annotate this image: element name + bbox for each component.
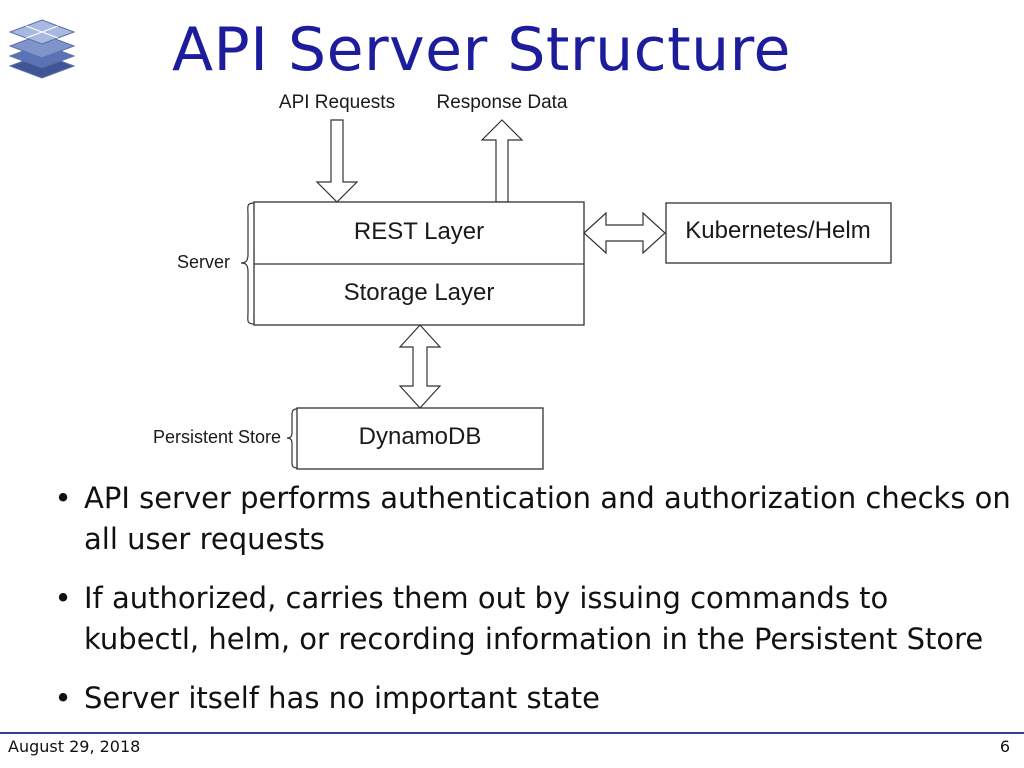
server-brace [240, 202, 255, 325]
footer-date: August 29, 2018 [8, 737, 141, 756]
kubernetes-helm-box [665, 202, 892, 264]
footer-rule [0, 732, 1024, 734]
stacked-layers-icon [8, 19, 76, 79]
bullet-item: • API server performs authentication and… [52, 478, 1012, 560]
storage-double-arrow [398, 324, 442, 409]
bullet-dot: • [54, 581, 72, 615]
request-arrow [315, 119, 359, 203]
bullet-dot: • [54, 481, 72, 515]
dynamodb-box [296, 407, 544, 470]
kubernetes-helm-label: Kubernetes/Helm [685, 217, 870, 244]
rest-layer-label: REST Layer [354, 218, 484, 245]
bullet-dot: • [54, 681, 72, 715]
bullet-text: Server itself has no important state [84, 681, 600, 715]
response-data-label: Response Data [437, 92, 568, 113]
page-number: 6 [999, 737, 1010, 756]
bullet-list: • API server performs authentication and… [52, 478, 1012, 737]
bullet-item: • If authorized, carries them out by iss… [52, 578, 1012, 660]
persistent-store-label: Persistent Store [153, 427, 281, 447]
api-requests-label: API Requests [279, 92, 395, 113]
bullet-text: If authorized, carries them out by issui… [84, 581, 984, 656]
bullet-text: API server performs authentication and a… [84, 481, 1011, 556]
dynamodb-label: DynamoDB [359, 423, 482, 450]
response-arrow [480, 119, 524, 203]
bullet-item: • Server itself has no important state [52, 678, 1012, 719]
kubernetes-double-arrow [583, 211, 666, 255]
store-brace [286, 408, 298, 469]
storage-layer-label: Storage Layer [344, 279, 495, 306]
slide-title: API Server Structure [172, 15, 791, 85]
server-label: Server [177, 252, 230, 272]
api-server-diagram: API Requests Response Data REST Layer St… [153, 92, 892, 470]
